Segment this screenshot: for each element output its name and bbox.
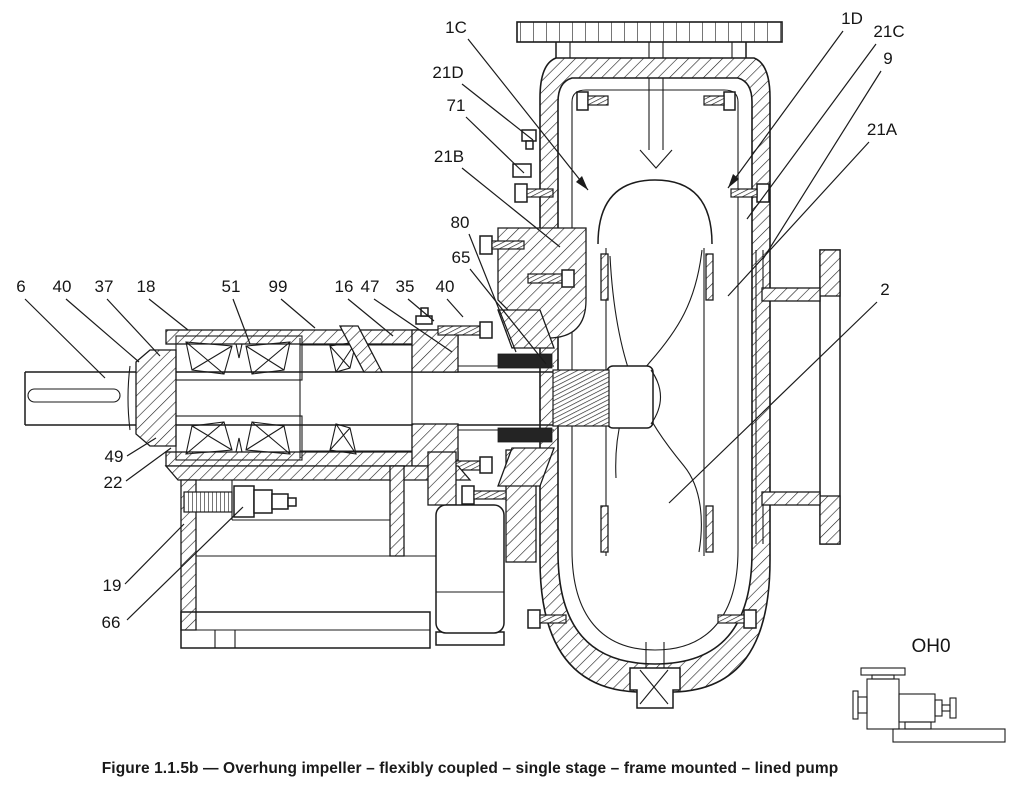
part-label-40b: 40 <box>436 277 455 296</box>
icon-top-flange <box>860 667 906 676</box>
icon-baseplate <box>892 728 1006 743</box>
oh0-pump-icon: OH0 <box>852 636 1006 743</box>
discharge-flange <box>516 21 783 169</box>
part-label-22: 22 <box>104 473 123 492</box>
part-label-66: 66 <box>102 613 121 632</box>
part-label-40: 40 <box>53 277 72 296</box>
part-label-1d: 1D <box>841 9 863 28</box>
icon-suction-flange <box>852 690 859 720</box>
part-label-6: 6 <box>16 277 25 296</box>
part-label-49: 49 <box>105 447 124 466</box>
drain-spout <box>629 642 681 709</box>
shaft <box>24 357 610 440</box>
packing-rings <box>497 353 553 369</box>
bearing-end-cover <box>135 349 177 447</box>
part-labels: 1C 21D 71 21B 80 65 1D 21C 9 21A 2 6 40 … <box>16 9 904 632</box>
part-label-51: 51 <box>222 277 241 296</box>
pedestal <box>164 451 505 649</box>
part-label-18: 18 <box>137 277 156 296</box>
bearings <box>175 335 357 461</box>
frame-adapter <box>435 504 505 634</box>
suction-flange <box>755 249 841 545</box>
stuffing-box-cover <box>479 129 587 339</box>
gland-assembly <box>437 309 555 487</box>
part-label-99: 99 <box>269 277 288 296</box>
part-label-21d: 21D <box>432 63 463 82</box>
part-label-35: 35 <box>396 277 415 296</box>
part-label-2: 2 <box>880 280 889 299</box>
casing-bolts <box>514 91 770 629</box>
casing-liner <box>571 89 739 651</box>
part-label-80: 80 <box>451 213 470 232</box>
base <box>180 611 505 649</box>
part-label-37: 37 <box>95 277 114 296</box>
leader-lines <box>24 30 882 621</box>
bearing-frame <box>24 307 610 487</box>
deflector <box>338 325 384 373</box>
part-label-21c: 21C <box>873 22 904 41</box>
shaft-keyway <box>27 388 121 403</box>
impeller-hub <box>606 365 654 429</box>
part-label-21b: 21B <box>434 147 464 166</box>
figure-caption: Figure 1.1.5b — Overhung impeller – flex… <box>101 760 839 777</box>
part-label-47: 47 <box>361 277 380 296</box>
type-code-label: OH0 <box>911 636 950 657</box>
part-label-65: 65 <box>452 248 471 267</box>
volute-passage <box>609 255 702 553</box>
part-label-1c: 1C <box>445 18 467 37</box>
part-label-71: 71 <box>447 96 466 115</box>
icon-bearing-frame <box>898 693 936 723</box>
shaft-threads <box>552 369 610 427</box>
adjusting-screw <box>183 485 297 518</box>
part-label-19: 19 <box>103 576 122 595</box>
part-label-16: 16 <box>335 277 354 296</box>
part-label-9: 9 <box>883 49 892 68</box>
impeller <box>597 179 714 556</box>
icon-coupling <box>934 699 943 717</box>
icon-casing <box>866 678 900 730</box>
part-label-21a: 21A <box>867 120 898 139</box>
